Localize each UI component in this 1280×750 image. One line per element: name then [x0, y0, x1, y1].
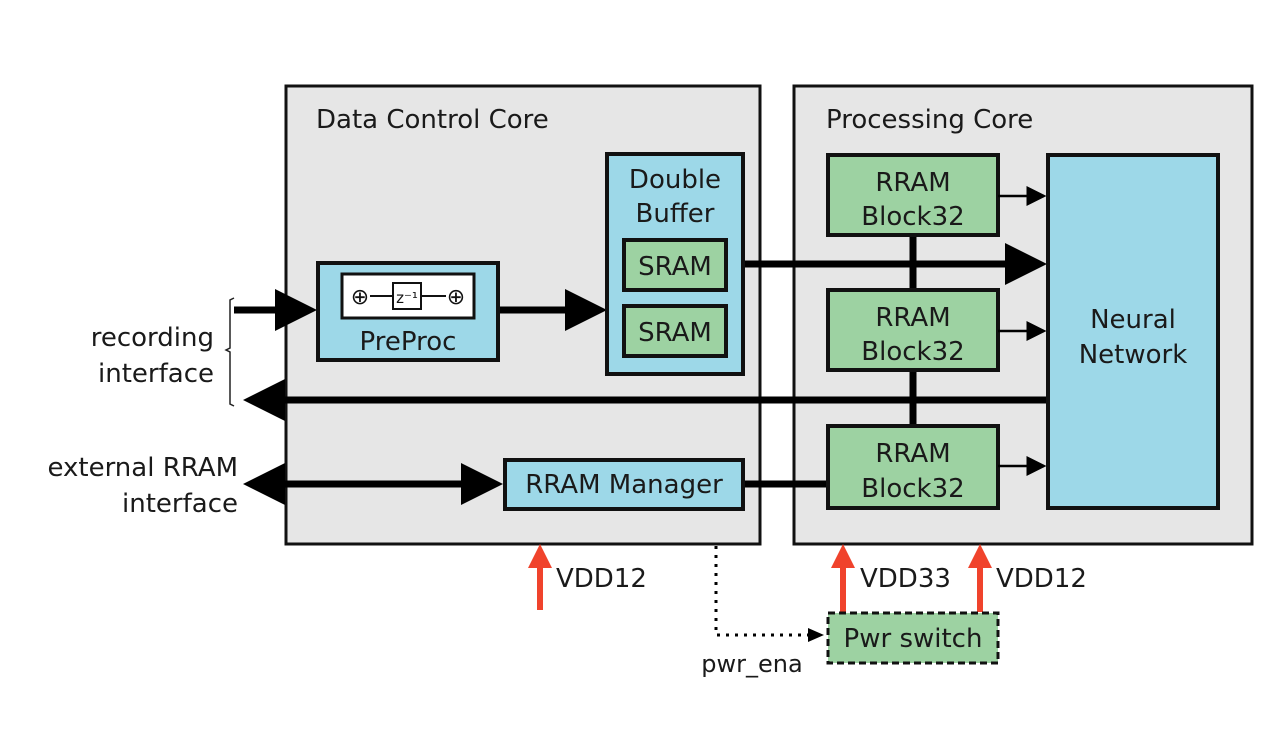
vdd12-proc-label: VDD12: [996, 564, 1087, 594]
delay-element: [392, 282, 422, 310]
sum-right-icon: ⊕: [447, 285, 465, 310]
rram-block-3-label-1: RRAM: [875, 439, 950, 469]
neural-network-block: Neural Network: [1046, 153, 1220, 510]
rram-block-2-label-2: Block32: [861, 337, 964, 367]
data-control-core-title: Data Control Core: [316, 105, 549, 135]
vdd12-data-core-label: VDD12: [556, 564, 647, 594]
neural-network-label-2: Network: [1079, 340, 1188, 370]
double-buffer-block: Double Buffer SRAM SRAM: [605, 152, 745, 376]
external-rram-interface-label-2: interface: [122, 489, 238, 519]
pwr-switch-block: Pwr switch: [826, 611, 1000, 665]
pwr-ena-signal-line: [714, 546, 818, 637]
external-rram-interface-label-1: external RRAM: [47, 453, 238, 483]
rram-manager-label: RRAM Manager: [525, 470, 723, 500]
sum-left-icon: ⊕: [351, 285, 369, 310]
rram-block-1-label-1: RRAM: [875, 168, 950, 198]
rram-block-2-label-1: RRAM: [875, 303, 950, 333]
recording-interface-label-1: recording: [91, 323, 214, 353]
rram-block-1: RRAM Block32: [826, 153, 1000, 237]
recording-interface-label-2: interface: [98, 359, 214, 389]
pwr-ena-arrowhead-icon: [808, 628, 824, 642]
double-buffer-label-1: Double: [629, 165, 721, 195]
preproc-block: z⁻¹ ⊕ ⊕ PreProc: [316, 261, 500, 362]
sram-1-label: SRAM: [638, 252, 712, 282]
rram-manager-block: RRAM Manager: [503, 458, 745, 511]
pwr-ena-label: pwr_ena: [701, 650, 802, 678]
neural-network-label-1: Neural: [1090, 305, 1176, 335]
sram-1: [622, 238, 728, 292]
sram-2-label: SRAM: [638, 318, 712, 348]
rram-block-1-label-2: Block32: [861, 202, 964, 232]
bus-lines: [234, 236, 1047, 505]
double-buffer-label-2: Buffer: [636, 199, 715, 229]
delay-label: z⁻¹: [396, 289, 418, 307]
recording-interface-bracket: [224, 297, 235, 407]
rram-block-2: RRAM Block32: [826, 288, 1000, 372]
rram-block-3: RRAM Block32: [826, 424, 1000, 510]
rram-block-3-label-2: Block32: [861, 474, 964, 504]
processing-core-title: Processing Core: [826, 105, 1033, 135]
vdd33-label: VDD33: [860, 564, 951, 594]
pwr-switch-label: Pwr switch: [844, 624, 983, 654]
preproc-label: PreProc: [360, 327, 457, 357]
sram-2: [622, 304, 728, 358]
